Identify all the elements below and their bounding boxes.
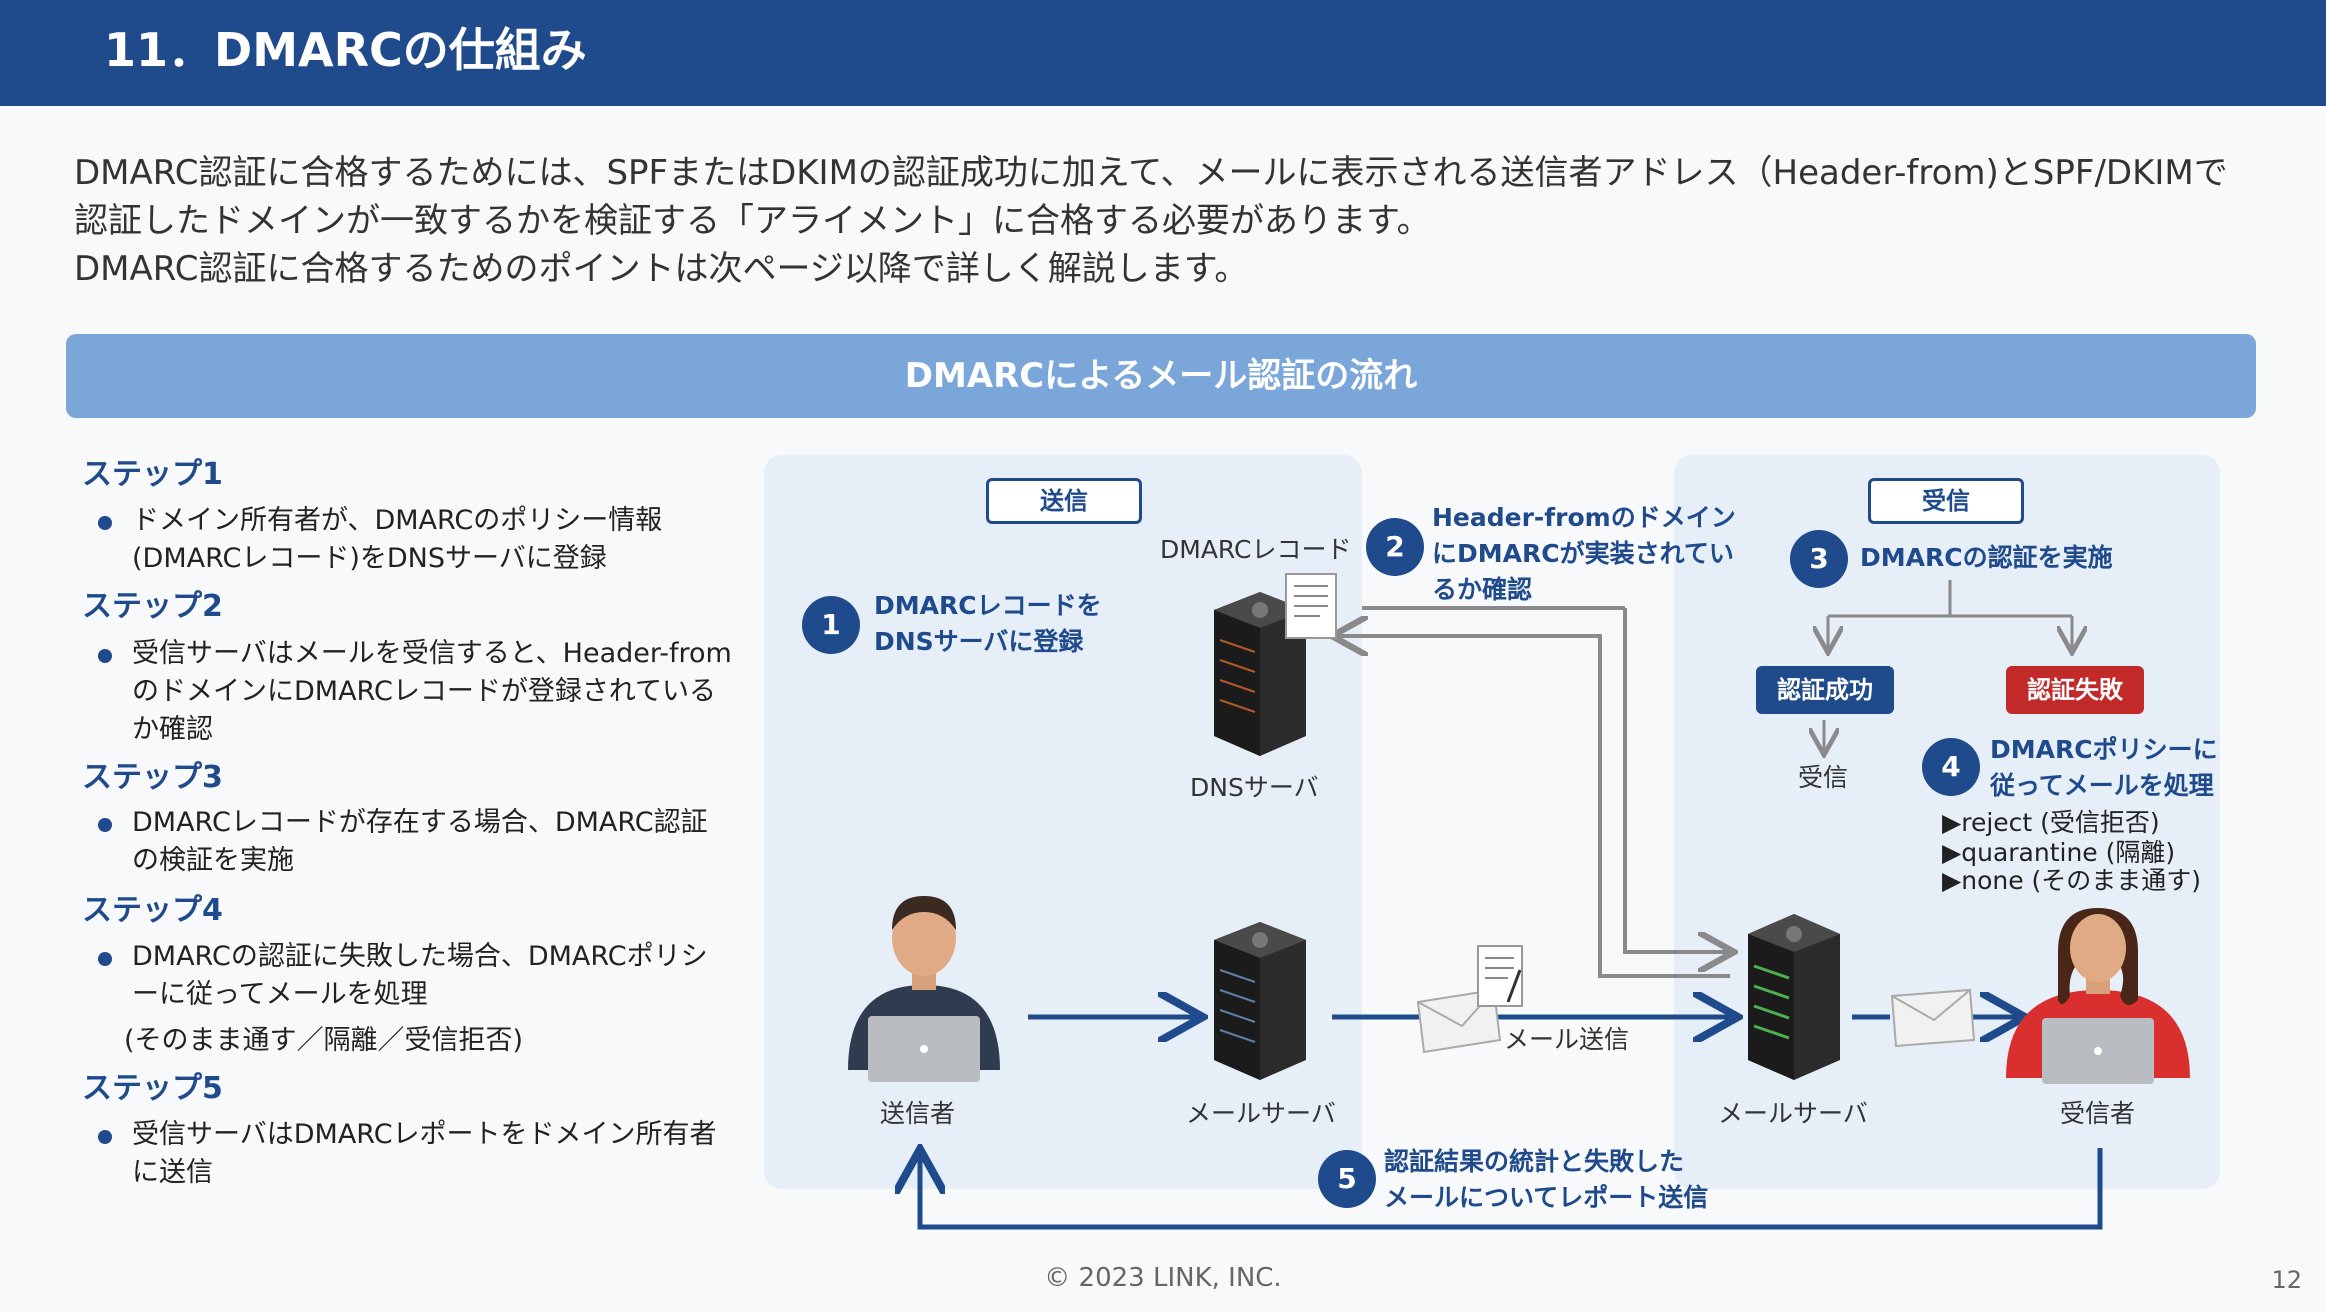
recv-mail-server-label: メールサーバ <box>1718 1099 1868 1128</box>
step-3-number: 3 <box>1790 530 1848 588</box>
arrow-report-loop <box>920 1148 2103 1230</box>
send-mail-server-label: メールサーバ <box>1186 1099 1336 1128</box>
callout-2-line3: るか確認 <box>1432 575 1533 604</box>
step-4-heading: ステップ4 <box>82 893 223 928</box>
step-3-heading: ステップ3 <box>82 760 223 795</box>
recipient-label: 受信者 <box>2060 1099 2136 1128</box>
step-4-bullet <box>98 952 112 966</box>
title-bar <box>0 0 2326 106</box>
step-1-heading: ステップ1 <box>82 457 223 492</box>
callout-5-line1: 認証結果の統計と失敗した <box>1384 1147 1685 1176</box>
step-4-note: (そのまま通す／隔離／受信拒否) <box>124 1025 524 1056</box>
dmarc-record-doc-icon <box>1285 573 1337 639</box>
dns-server-label: DNSサーバ <box>1190 773 1319 802</box>
step-4-number: 4 <box>1922 738 1980 796</box>
callout-1-line2: DNSサーバに登録 <box>874 627 1084 656</box>
step-1-bullet <box>98 516 112 530</box>
callout-2-line1: Header-fromのドメイン <box>1432 503 1736 532</box>
send-label: 送信 <box>986 478 1142 524</box>
callout-4-line1: DMARCポリシーに <box>1990 735 2218 764</box>
dns-server-icon <box>1214 592 1306 756</box>
intro-line-1: DMARC認証に合格するためには、SPFまたはDKIMの認証成功に加えて、メール… <box>74 153 2228 193</box>
step-1-number: 1 <box>802 596 860 654</box>
step-2-bullet <box>98 649 112 663</box>
receive-result-label: 受信 <box>1798 763 1849 792</box>
recv-mail-server-icon <box>1748 914 1840 1080</box>
step-3-text: DMARCレコードが存在する場合、DMARC認証の検証を実施 <box>132 807 708 876</box>
mail-doc-icon <box>1477 945 1523 1007</box>
sender-person-icon <box>848 896 1000 1082</box>
flow-banner-title: DMARCによるメール認証の流れ <box>904 356 1418 396</box>
step-5-number: 5 <box>1318 1150 1376 1208</box>
callout-3-line1: DMARCの認証を実施 <box>1860 543 2113 572</box>
callout-1-line1: DMARCレコードを <box>874 591 1102 620</box>
callout-4-line2: 従ってメールを処理 <box>1990 771 2214 800</box>
intro-line-2: 認証したドメインが一致するかを検証する「アライメント」に合格する必要があります。 <box>74 201 1431 241</box>
mail-send-label: メール送信 <box>1504 1025 1630 1054</box>
page-title: 11．DMARCの仕組み <box>104 23 587 77</box>
sender-label: 送信者 <box>880 1099 956 1128</box>
flow-banner <box>66 334 2256 418</box>
step-2-text: 受信サーバはメールを受信すると、Header-fromのドメインにDMARCレコ… <box>132 638 732 745</box>
step-5-bullet <box>98 1130 112 1144</box>
page-number: 12 <box>2271 1266 2302 1294</box>
intro-line-3: DMARC認証に合格するためのポイントは次ページ以降で詳しく解説します。 <box>74 249 1249 289</box>
step-3-bullet <box>98 818 112 832</box>
policy-quarantine: ▶quarantine (隔離) <box>1942 838 2176 867</box>
callout-2-line2: にDMARCが実装されてい <box>1432 539 1734 568</box>
copyright: © 2023 LINK, INC. <box>1044 1263 1282 1293</box>
arrow-dns-query <box>1336 636 1730 978</box>
step-2-number: 2 <box>1366 518 1424 576</box>
step-5-text: 受信サーバはDMARCレポートをドメイン所有者に送信 <box>132 1119 717 1188</box>
arrow-dns-response <box>1623 608 1730 952</box>
send-mail-server-icon <box>1214 922 1306 1080</box>
auth-fail-badge: 認証失敗 <box>2006 666 2144 714</box>
step-5-heading: ステップ5 <box>82 1071 223 1106</box>
step-1-text: ドメイン所有者が、DMARCのポリシー情報(DMARCレコード)をDNSサーバに… <box>132 505 663 574</box>
policy-none: ▶none (そのまま通す) <box>1942 866 2202 895</box>
step-2-heading: ステップ2 <box>82 589 223 624</box>
callout-5-line2: メールについてレポート送信 <box>1384 1183 1709 1212</box>
step-4-text: DMARCの認証に失敗した場合、DMARCポリシーに従ってメールを処理 <box>132 941 708 1010</box>
recipient-person-icon <box>2006 908 2190 1084</box>
receive-label: 受信 <box>1868 478 2024 524</box>
auth-success-badge: 認証成功 <box>1756 666 1894 714</box>
policy-reject: ▶reject (受信拒否) <box>1942 808 2160 837</box>
envelope-to-recipient-icon <box>1890 988 1976 1048</box>
dmarc-record-label: DMARCレコード <box>1160 535 1352 564</box>
